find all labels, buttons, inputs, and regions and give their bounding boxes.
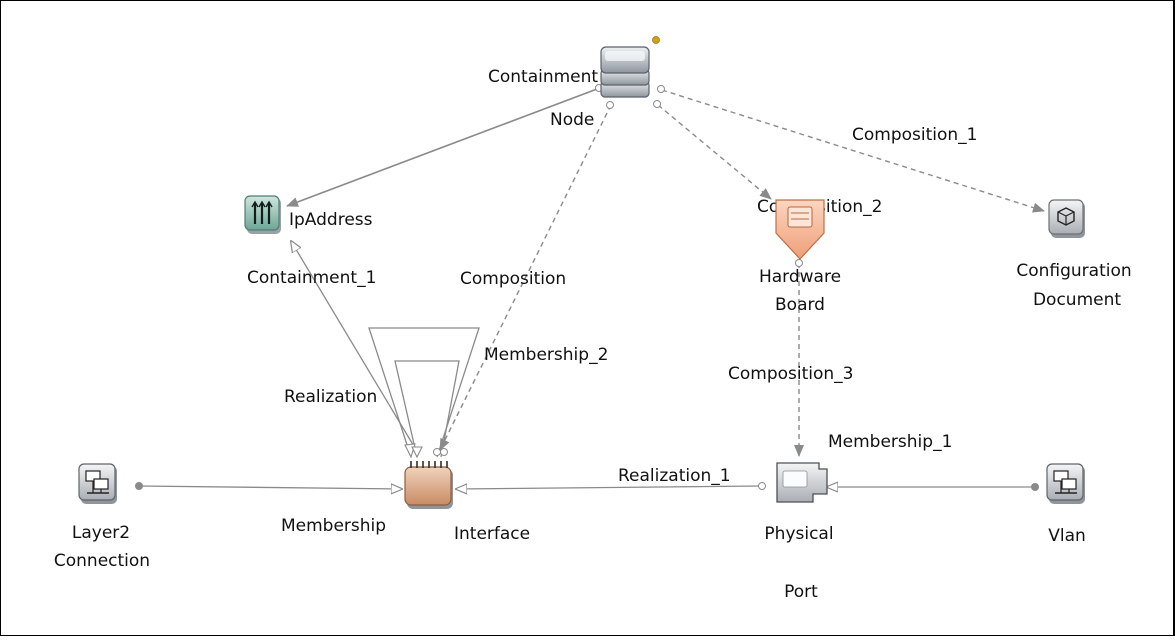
layer2-connection-label-line2: Connection bbox=[54, 551, 150, 571]
node-layer2-connection[interactable]: Layer2 Connection bbox=[54, 463, 150, 571]
edge-composition-1-source-port bbox=[657, 85, 665, 93]
edge-label-containment-1: Containment_1 bbox=[247, 268, 376, 288]
physical-port-label-line1: Physical bbox=[764, 524, 833, 544]
configuration-document-icon bbox=[1048, 199, 1085, 238]
node-node[interactable]: Node bbox=[550, 36, 660, 131]
physical-port-icon bbox=[776, 462, 828, 503]
edge-label-composition-1: Composition_1 bbox=[852, 125, 977, 145]
edge-membership-source-dot bbox=[135, 482, 143, 490]
ip-address-icon bbox=[244, 195, 281, 234]
edge-composition-2-source-port bbox=[653, 100, 661, 108]
edge-label-realization: Realization bbox=[284, 387, 377, 407]
edges-layer bbox=[135, 84, 1045, 492]
edge-composition[interactable] bbox=[439, 104, 612, 451]
edge-membership-2-loop-outer[interactable] bbox=[368, 327, 480, 458]
hardware-board-label-line2: Board bbox=[775, 295, 825, 315]
hardware-board-label-line1: Hardware bbox=[759, 267, 841, 287]
edge-realization[interactable] bbox=[291, 241, 419, 454]
configuration-document-label-line1: Configuration bbox=[1016, 261, 1131, 281]
edge-label-realization-1: Realization_1 bbox=[618, 466, 731, 486]
edge-realization-1-source-port bbox=[758, 482, 766, 490]
loop-port-2 bbox=[440, 448, 448, 456]
node-ipaddress[interactable]: IpAddress bbox=[244, 195, 373, 234]
edge-label-composition: Composition bbox=[460, 269, 566, 289]
edge-label-membership: Membership bbox=[281, 516, 386, 536]
node-label: Node bbox=[550, 110, 594, 130]
interface-label: Interface bbox=[454, 524, 530, 544]
layer2-connection-label-line1: Layer2 bbox=[72, 523, 130, 543]
edge-composition-source-port bbox=[606, 101, 614, 109]
edge-composition-3-source-port bbox=[795, 259, 803, 267]
edge-membership-2-loop-inner[interactable] bbox=[394, 360, 460, 458]
edge-label-membership-1: Membership_1 bbox=[828, 432, 952, 452]
edge-composition-2[interactable] bbox=[657, 104, 772, 200]
node-server-stack-icon bbox=[600, 46, 650, 98]
loop-arrowhead-2 bbox=[411, 446, 423, 459]
edge-containment[interactable] bbox=[286, 88, 598, 207]
edge-membership[interactable] bbox=[138, 486, 402, 489]
edge-label-composition-3: Composition_3 bbox=[728, 364, 853, 384]
edge-membership-1-source-dot bbox=[1031, 483, 1039, 491]
edge-label-containment: Containment bbox=[488, 67, 598, 87]
interface-icon bbox=[404, 461, 453, 509]
edge-labels: Containment Containment_1 Composition Co… bbox=[247, 67, 977, 536]
edge-label-membership-2: Membership_2 bbox=[484, 345, 608, 365]
node-vlan[interactable]: Vlan bbox=[1046, 463, 1086, 546]
vlan-label: Vlan bbox=[1048, 526, 1086, 546]
node-hardware-board[interactable]: Hardware Board bbox=[759, 199, 841, 315]
loop-port-1 bbox=[433, 448, 441, 456]
physical-port-label-line2: Port bbox=[784, 582, 818, 602]
node-configuration-document[interactable]: Configuration Document bbox=[1016, 199, 1132, 310]
ipaddress-label: IpAddress bbox=[289, 210, 373, 230]
edge-composition-1[interactable] bbox=[661, 89, 1045, 213]
vlan-icon bbox=[1046, 463, 1085, 504]
layer2-connection-icon bbox=[78, 463, 117, 504]
edge-realization-1[interactable] bbox=[456, 486, 761, 489]
node-physical-port[interactable]: Physical Port bbox=[764, 462, 834, 602]
status-indicator-icon bbox=[652, 36, 660, 44]
hardware-board-icon bbox=[775, 199, 825, 260]
configuration-document-label-line2: Document bbox=[1033, 290, 1121, 310]
node-interface[interactable]: Interface bbox=[404, 461, 530, 544]
